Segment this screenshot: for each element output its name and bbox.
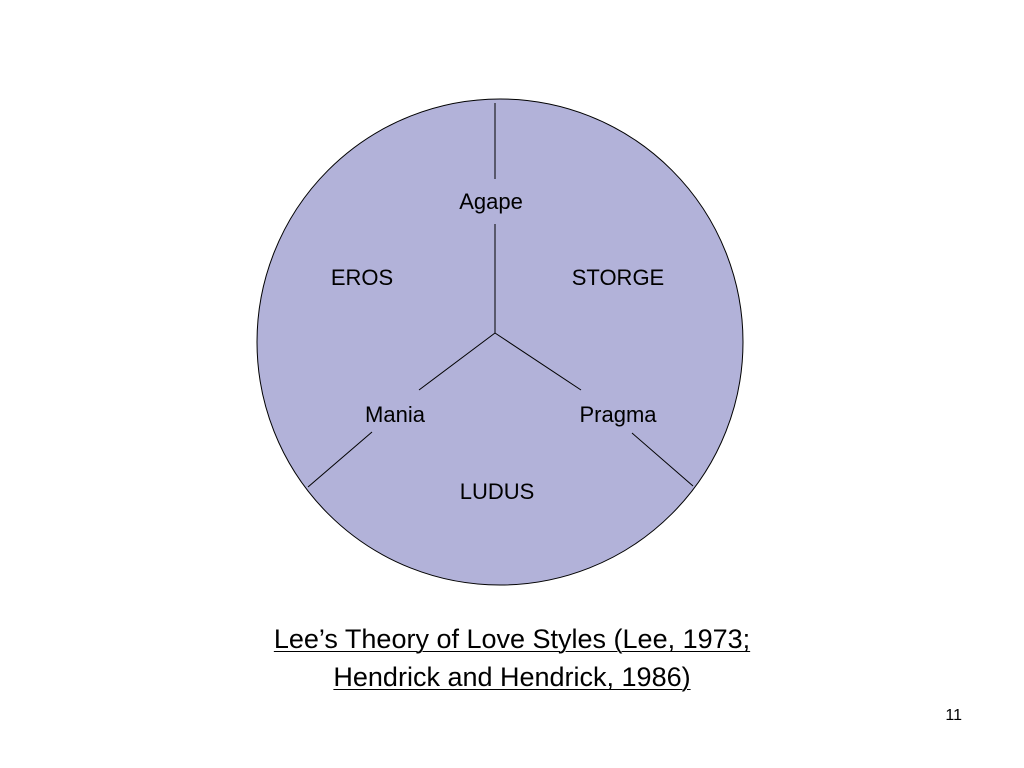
love-styles-circle: [256, 98, 744, 586]
page-number: 11: [945, 707, 962, 724]
slide-title-line-1: Lee’s Theory of Love Styles (Lee, 1973;: [273, 624, 751, 654]
divider-right-inner: [494, 332, 582, 391]
label-agape: Agape: [459, 189, 523, 214]
divider-left-inner: [418, 332, 496, 391]
divider-left-outer: [307, 431, 373, 488]
label-mania: Mania: [365, 402, 426, 427]
label-storge: STORGE: [572, 265, 665, 290]
divider-right-outer: [631, 432, 694, 487]
label-ludus: LUDUS: [460, 479, 535, 504]
label-eros: EROS: [331, 265, 393, 290]
label-pragma: Pragma: [579, 402, 657, 427]
slide-title-line-2: Hendrick and Hendrick, 1986): [333, 662, 691, 692]
